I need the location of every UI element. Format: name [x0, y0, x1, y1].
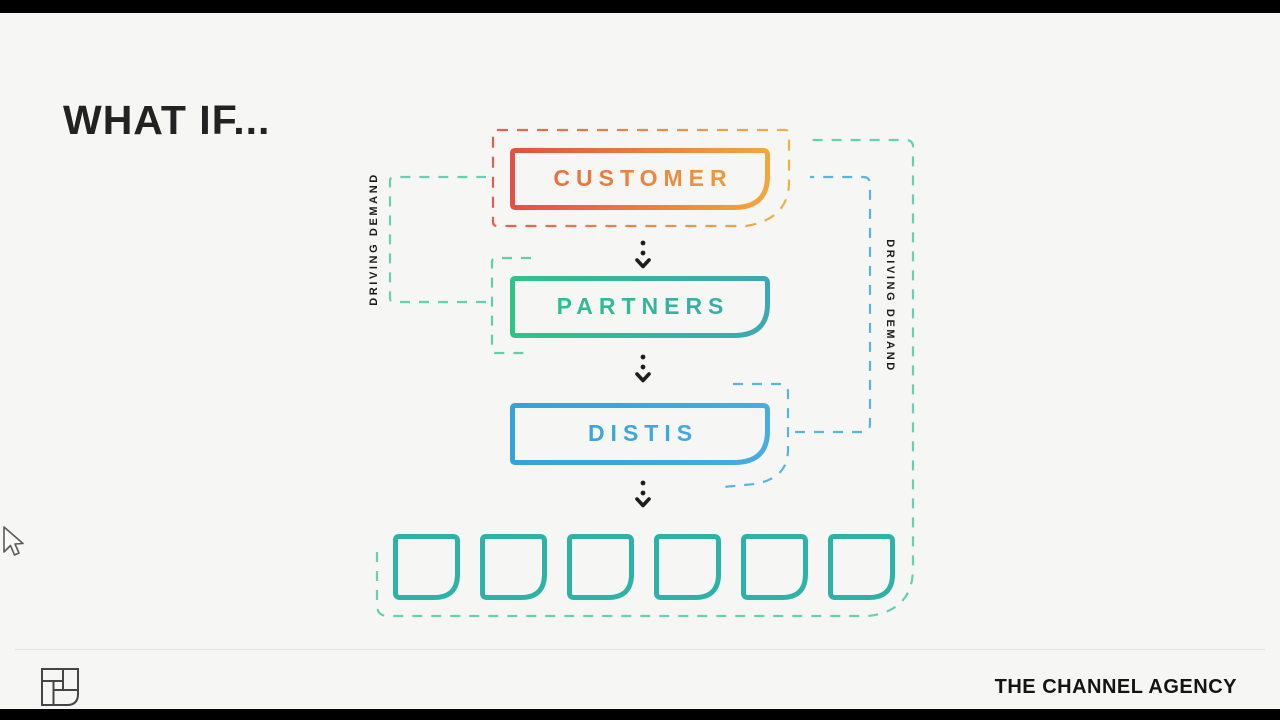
customer-dashed-outline: [491, 128, 791, 228]
partners-box-label: PARTNERS: [510, 293, 770, 320]
driving-demand-label-left: DRIVING DEMAND: [368, 172, 380, 306]
mouse-cursor: [3, 526, 24, 556]
channel-agency-logo-icon: [41, 668, 79, 706]
partners-dashed-bracket: [490, 256, 531, 355]
footer-divider: [15, 649, 1265, 650]
flow-arrow-partners-to-distis: [635, 354, 651, 383]
distis-box: [510, 403, 770, 465]
customer-box-label: CUSTOMER: [510, 165, 770, 192]
right-inner-demand-dashed-path: [795, 175, 872, 434]
right-outer-demand-dashed-path: [375, 138, 915, 618]
flow-arrow-customer-to-partners: [635, 240, 651, 269]
distis-dashed-bracket: [722, 382, 790, 489]
distis-box-label: DISTIS: [510, 420, 770, 447]
left-demand-dashed-path: [388, 175, 486, 304]
letterbox-bottom: [0, 709, 1280, 720]
flow-arrow-distis-to-end-units: [635, 480, 651, 508]
slide-title: WHAT IF...: [63, 97, 271, 143]
partners-box: [510, 276, 770, 338]
end-unit-squares: [393, 534, 895, 600]
driving-demand-label-right: DRIVING DEMAND: [884, 239, 896, 373]
letterbox-top: [0, 0, 1280, 13]
customer-box: [510, 148, 770, 210]
footer-brand-wordmark: THE CHANNEL AGENCY: [994, 676, 1237, 698]
